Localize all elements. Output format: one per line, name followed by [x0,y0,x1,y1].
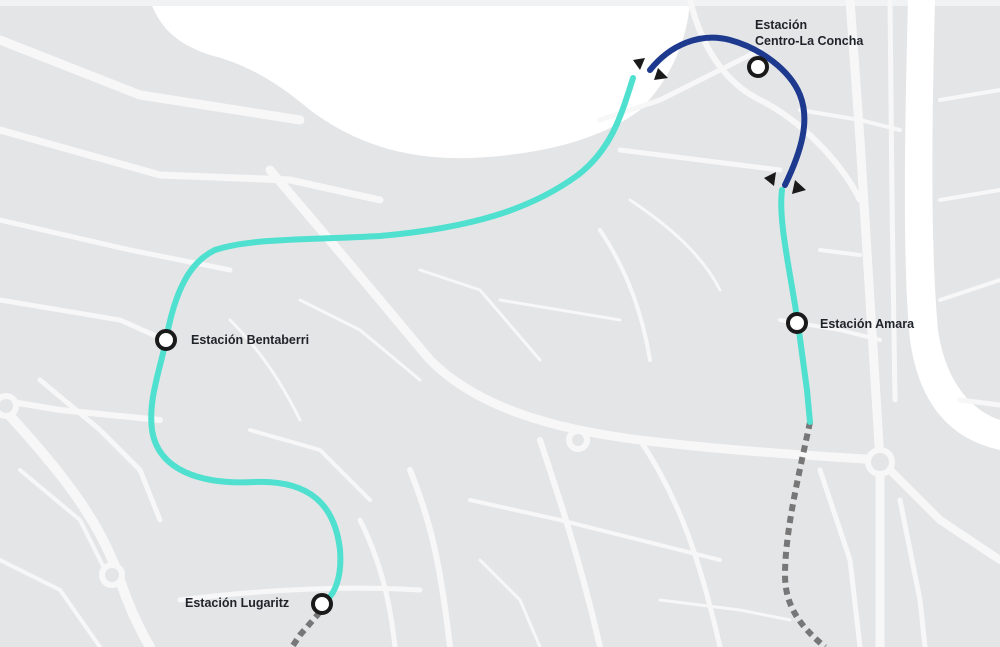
station-marker-icon [786,312,808,334]
station-markers [155,56,808,615]
bay-water [150,0,690,159]
direction-arrow-icon [633,58,645,70]
station-label-centro-line2: Centro-La Concha [755,34,864,48]
station-label-amara: Estación Amara [820,317,915,331]
station-marker-icon [311,593,333,615]
roundabouts [0,393,895,588]
station-label-lugaritz: Estación Lugaritz [185,596,290,610]
planned-extension-west [289,610,323,647]
planned-extension-east [781,421,827,647]
station-label-centro-line1: Estación [755,18,808,32]
direction-arrow-icon [792,180,806,194]
direction-arrow-icons [633,58,806,194]
station-marker-icon [155,329,177,351]
direction-arrow-icon [654,68,668,80]
river-water [904,0,1000,450]
station-label-bentaberri: Estación Bentaberri [191,333,310,347]
direction-arrow-icon [764,172,776,186]
station-marker-icon [747,56,769,78]
bay-water-top [0,0,1000,6]
new-section-line [647,34,808,188]
